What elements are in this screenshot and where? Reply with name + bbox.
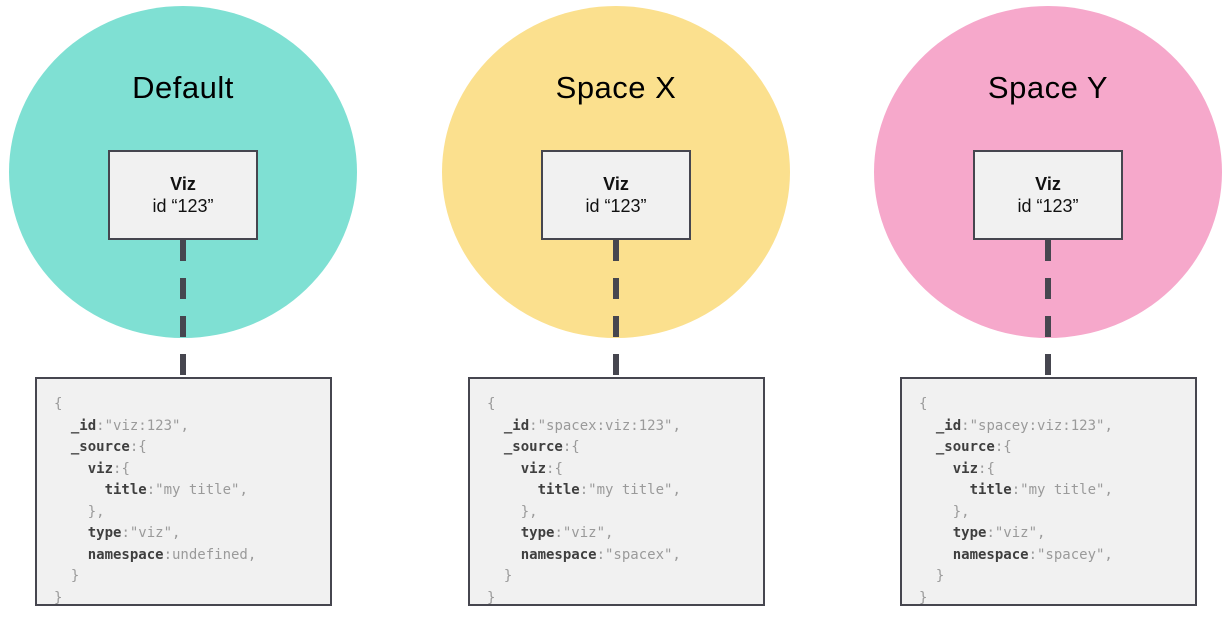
viz-box-id: id “123” <box>585 195 647 216</box>
code-line: } <box>487 589 496 606</box>
viz-box-id: id “123” <box>1017 195 1079 216</box>
code-line: type:"viz", <box>952 525 1046 541</box>
code-line: viz:{ <box>520 460 563 477</box>
space-title: Space X <box>555 70 677 105</box>
viz-box: Viz id “123” <box>108 150 258 240</box>
code-line: title:"my title", <box>537 482 681 498</box>
code-line: type:"viz", <box>87 525 181 541</box>
code-line: _id:"viz:123", <box>70 417 189 434</box>
connector-dashed-line <box>1045 240 1051 377</box>
code-line: namespace:undefined, <box>87 546 257 563</box>
code-line: }, <box>54 503 105 520</box>
code-line: viz:{ <box>87 460 130 477</box>
code-line: }, <box>919 503 970 520</box>
space-column-spacey: Space Y Viz id “123” { _id:"spacey:viz:1… <box>868 0 1228 622</box>
code-line: _source:{ <box>503 439 580 455</box>
viz-box-title: Viz <box>1035 173 1061 194</box>
connector-dashed-line <box>180 240 186 377</box>
saved-object-code-box: { _id:"spacex:viz:123", _source:{ viz:{ … <box>468 377 765 606</box>
code-line: } <box>919 589 928 606</box>
code-line: title:"my title", <box>104 482 248 498</box>
space-title: Space Y <box>987 70 1109 105</box>
space-column-spacex: Space X Viz id “123” { _id:"spacex:viz:1… <box>436 0 796 622</box>
code-line: } <box>54 589 63 606</box>
code-line: } <box>919 568 945 584</box>
code-line: { <box>487 396 496 412</box>
viz-box-id: id “123” <box>152 195 214 216</box>
code-line: { <box>919 396 928 412</box>
code-line: { <box>54 396 63 412</box>
viz-box: Viz id “123” <box>973 150 1123 240</box>
connector-dashed-line <box>613 240 619 377</box>
code-line: _source:{ <box>70 439 147 455</box>
saved-object-code-box: { _id:"spacey:viz:123", _source:{ viz:{ … <box>900 377 1197 606</box>
saved-object-code-box: { _id:"viz:123", _source:{ viz:{ title:"… <box>35 377 332 606</box>
code-line: type:"viz", <box>520 525 614 541</box>
space-column-default: Default Viz id “123” { _id:"viz:123", _s… <box>3 0 363 622</box>
viz-box-title: Viz <box>603 173 629 194</box>
code-line: namespace:"spacey", <box>952 546 1113 563</box>
code-line: }, <box>487 503 538 520</box>
code-line: } <box>487 568 513 584</box>
code-line: _id:"spacey:viz:123", <box>935 417 1113 434</box>
code-line: _source:{ <box>935 439 1012 455</box>
viz-box-title: Viz <box>170 173 196 194</box>
code-line: } <box>54 568 80 584</box>
code-line: namespace:"spacex", <box>520 546 681 563</box>
code-line: viz:{ <box>952 460 995 477</box>
viz-box: Viz id “123” <box>541 150 691 240</box>
code-line: title:"my title", <box>969 482 1113 498</box>
space-title: Default <box>132 70 234 105</box>
code-line: _id:"spacex:viz:123", <box>503 417 681 434</box>
